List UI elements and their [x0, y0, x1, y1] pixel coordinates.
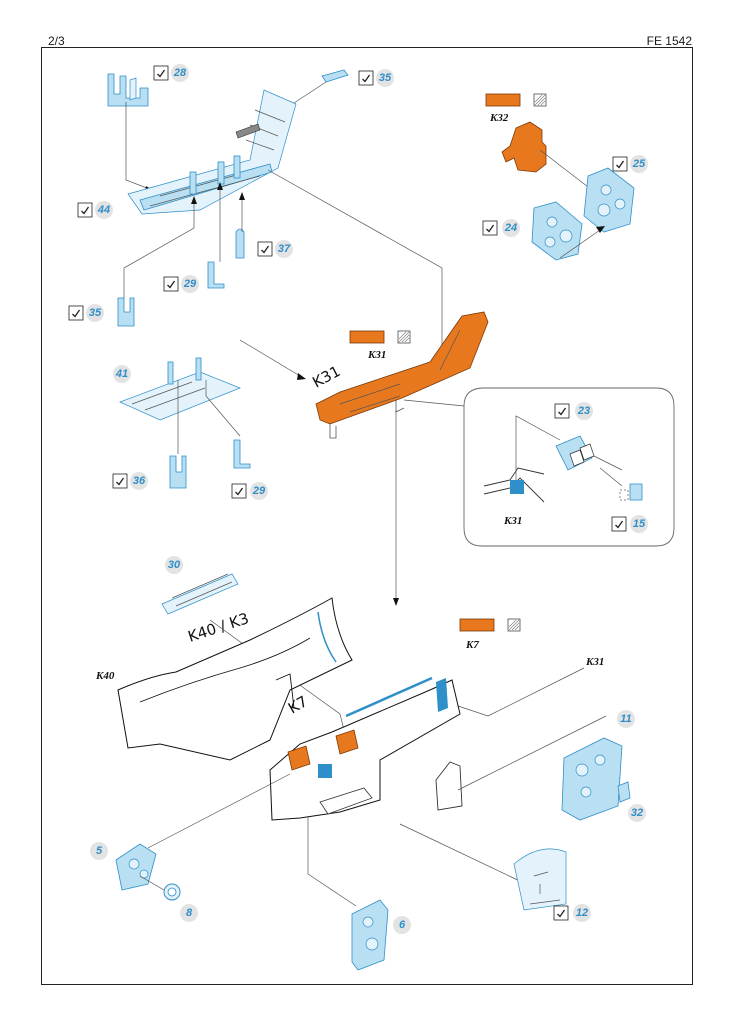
- part-number-41: 41: [115, 368, 128, 380]
- part-6-panel: [351, 899, 389, 971]
- fuselage-assembly: 30 K40 / K3 K7 K31 K40 K7 11 32: [90, 556, 646, 971]
- part-41-panel: [119, 371, 241, 421]
- part-37-lever: [235, 228, 245, 259]
- part-11-panel: [561, 737, 623, 821]
- check-icon: [482, 220, 498, 236]
- k7-part: [335, 729, 359, 755]
- part-number-35: 35: [89, 307, 102, 319]
- part-number-37: 37: [278, 243, 291, 255]
- upper-panel-assembly: 28 35 44 37: [68, 64, 443, 346]
- label-k40: K40: [95, 670, 115, 682]
- part-number-44: 44: [97, 204, 110, 216]
- k31-resin-tub: [315, 311, 489, 425]
- part-number-36: 36: [133, 475, 146, 487]
- part-number-6: 6: [399, 919, 406, 931]
- product-code: FE 1542: [646, 34, 692, 48]
- check-icon: [153, 65, 169, 81]
- part-35-clip: [117, 297, 135, 327]
- check-icon: [358, 70, 374, 86]
- part-35-detail: [321, 69, 349, 83]
- part-12-panel: [513, 848, 567, 911]
- instruction-frame: [41, 47, 693, 985]
- part-number-24: 24: [504, 222, 517, 234]
- part-number-25: 25: [632, 158, 646, 170]
- part-number-5: 5: [96, 845, 103, 857]
- part-24-panel: [531, 201, 583, 261]
- part-29-bracket: [207, 261, 225, 289]
- k31-detail-part: [435, 761, 463, 811]
- handwritten-k40-k3: K40 / K3: [186, 609, 251, 646]
- label-k31: K31: [585, 656, 604, 668]
- part-32-detail: [617, 781, 631, 803]
- part-29-bracket: [233, 439, 251, 469]
- label-k32: K32: [489, 112, 509, 124]
- part-41-assembly: 41 36 29: [112, 357, 268, 500]
- check-icon: [163, 276, 179, 292]
- resin-swatch: [485, 93, 521, 107]
- part-30-strip: [161, 573, 239, 615]
- part-36-clip: [169, 455, 187, 489]
- part-25-panel: [583, 167, 635, 233]
- part-number-29: 29: [183, 278, 197, 290]
- part-number-12: 12: [576, 907, 588, 919]
- painting-icon: [397, 330, 411, 344]
- check-icon: [112, 473, 128, 489]
- check-icon: [77, 202, 93, 218]
- check-icon: [553, 905, 569, 921]
- handwritten-k7: K7: [285, 692, 311, 717]
- check-icon: [68, 305, 84, 321]
- part-44-panel: [127, 89, 297, 215]
- part-number-29: 29: [252, 485, 266, 497]
- k40-fuselage-half: [117, 597, 353, 761]
- handwritten-k31: K31: [309, 362, 343, 391]
- check-icon: [612, 156, 628, 172]
- part-number-11: 11: [620, 713, 631, 725]
- k7-part: [287, 745, 311, 771]
- check-icon: [611, 516, 627, 532]
- part-number-28: 28: [173, 67, 187, 79]
- painting-icon: [507, 618, 521, 632]
- k31-assembly: K31 K31: [239, 311, 489, 606]
- label-k7: K7: [465, 639, 479, 651]
- part-28-bracket: [107, 73, 149, 107]
- part-number-8: 8: [186, 907, 193, 919]
- k32-assembly: K32 25 24: [482, 93, 648, 261]
- page-number: 2/3: [48, 34, 65, 48]
- part-number-30: 30: [168, 559, 181, 571]
- part-15-detail: [629, 483, 643, 501]
- painting-icon: [533, 93, 547, 107]
- detail-callout: 23 K31 15: [403, 387, 675, 547]
- installed-part: [318, 764, 332, 778]
- installed-part: [510, 480, 524, 494]
- part-number-32: 32: [631, 807, 643, 819]
- resin-swatch: [459, 618, 495, 632]
- part-number-35: 35: [379, 72, 392, 84]
- part-number-23: 23: [577, 405, 590, 417]
- k32-part: [501, 121, 547, 173]
- check-icon: [231, 483, 247, 499]
- check-icon: [257, 241, 273, 257]
- check-icon: [554, 403, 570, 419]
- label-k31: K31: [367, 349, 386, 361]
- resin-swatch: [349, 330, 385, 344]
- cockpit-tub: [269, 679, 461, 821]
- label-k31: K31: [503, 515, 522, 527]
- part-number-15: 15: [633, 518, 646, 530]
